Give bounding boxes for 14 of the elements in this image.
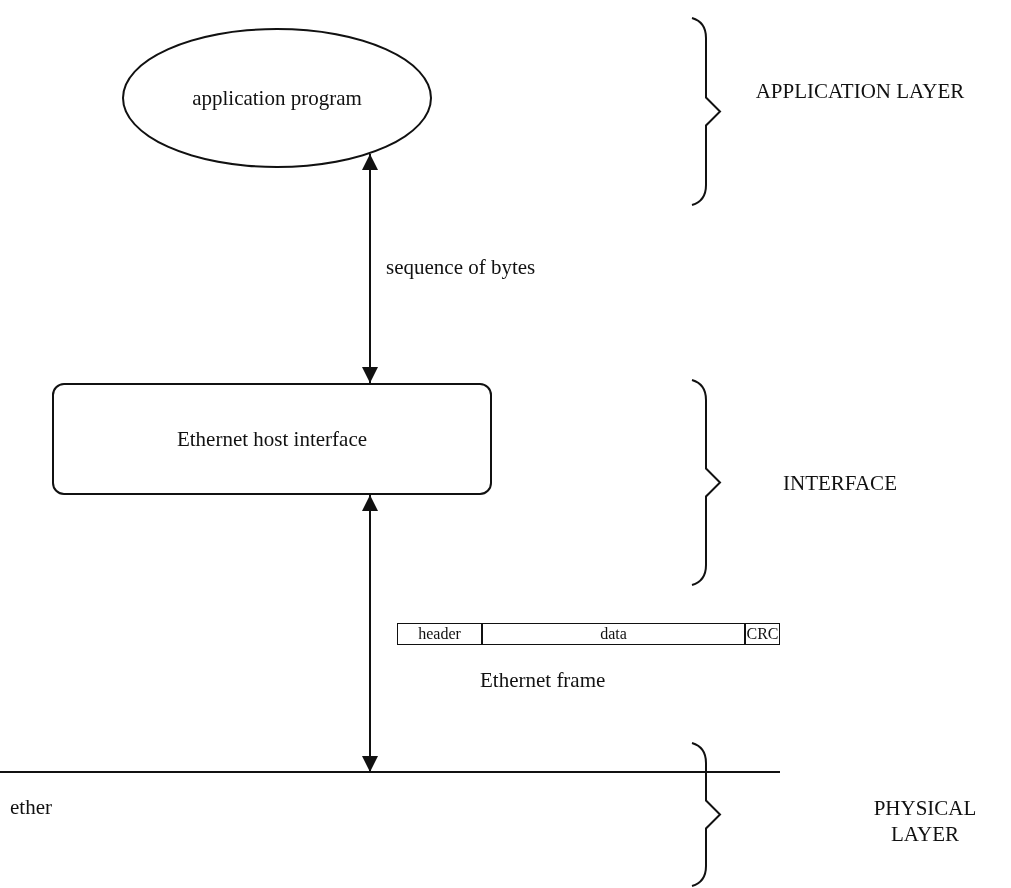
layer-label: PHYSICAL LAYER (872, 795, 978, 847)
frame-caption: Ethernet frame (480, 668, 606, 693)
arrow (362, 153, 378, 384)
frame-field: CRC (745, 623, 780, 645)
node-label: application program (192, 85, 362, 111)
node-label: ether (10, 795, 52, 820)
layer-label: APPLICATION LAYER (754, 78, 966, 104)
layer-label: INTERFACE (782, 470, 898, 496)
process-box (52, 383, 492, 495)
ellipse-node (122, 28, 432, 168)
frame-field: header (397, 623, 482, 645)
frame-field: data (482, 623, 745, 645)
arrow (362, 494, 378, 773)
node-label: Ethernet host interface (176, 426, 368, 452)
